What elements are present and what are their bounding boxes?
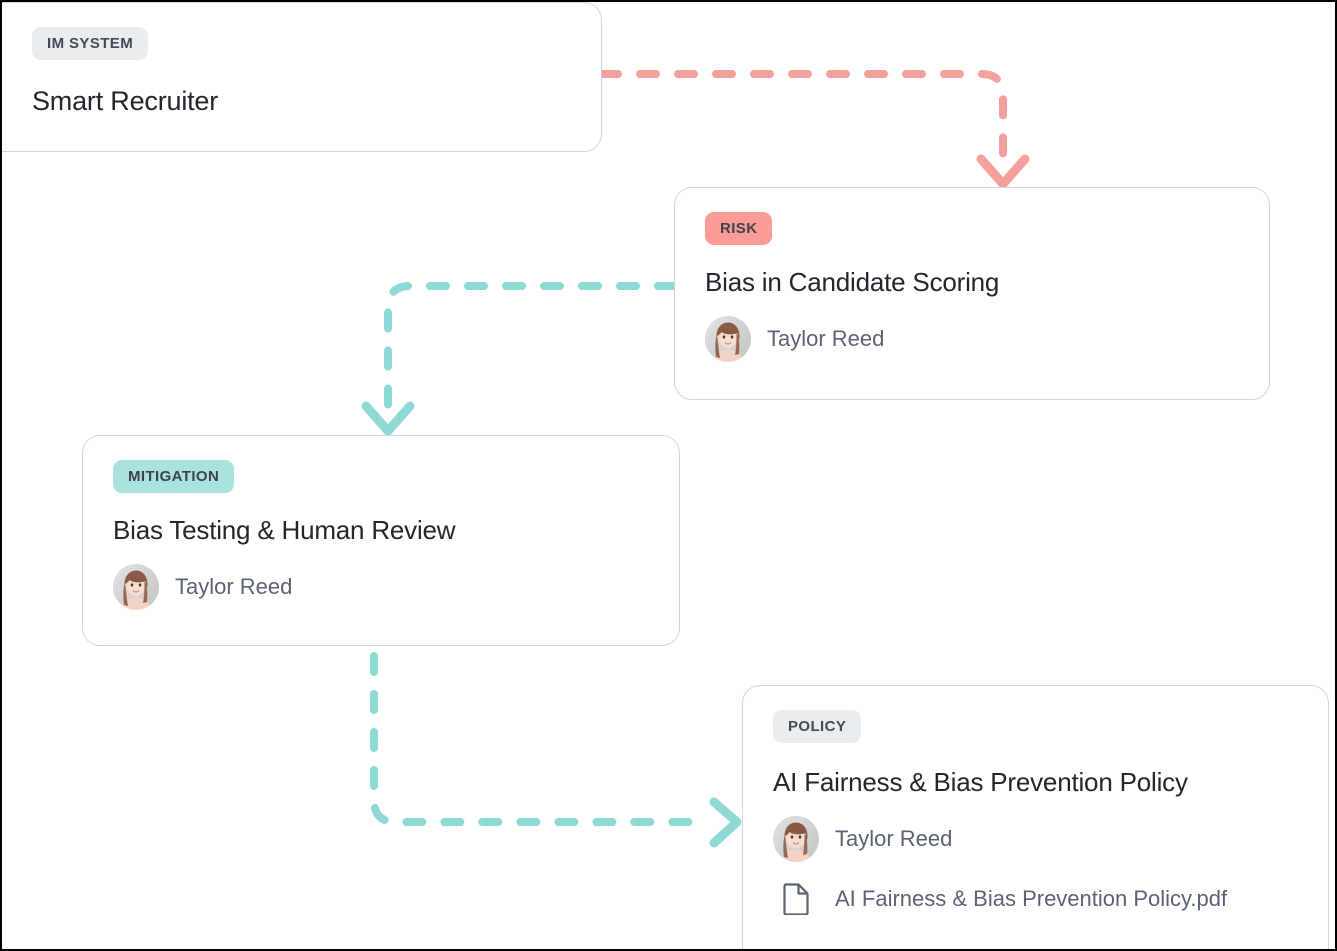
connector-system-to-risk [598,70,1030,189]
card-policy-owner-row: Taylor Reed [773,816,1298,862]
connector-risk-to-mitigation [361,282,678,436]
card-mitigation-owner-row: Taylor Reed [113,564,649,610]
card-policy-title: AI Fairness & Bias Prevention Policy [773,767,1188,797]
avatar-icon [705,316,751,362]
document-icon [773,876,819,922]
card-policy-file-name: AI Fairness & Bias Prevention Policy.pdf [835,886,1228,911]
card-risk-owner-name: Taylor Reed [767,326,885,351]
card-risk[interactable]: RISK Bias in Candidate Scoring [674,187,1270,400]
badge-risk-type: RISK [705,212,773,245]
avatar-image [773,816,819,862]
card-risk-title: Bias in Candidate Scoring [705,267,1000,297]
avatar-image [705,316,751,362]
avatar-icon [773,816,819,862]
card-policy[interactable]: POLICY AI Fairness & Bias Prevention Pol… [742,685,1329,949]
badge-system-type: IM SYSTEM [32,27,149,60]
avatar-image [113,564,159,610]
card-mitigation[interactable]: MITIGATION Bias Testing & Human Review [82,435,680,646]
connector-mitigation-to-policy [370,652,742,848]
badge-mitigation-type: MITIGATION [113,460,235,493]
card-system-title: Smart Recruiter [32,86,219,116]
card-policy-owner-name: Taylor Reed [835,826,953,851]
card-system[interactable]: IM SYSTEM Smart Recruiter [2,2,602,152]
card-mitigation-owner-name: Taylor Reed [175,574,293,599]
badge-policy-type: POLICY [773,710,862,743]
card-mitigation-title: Bias Testing & Human Review [113,515,456,545]
card-policy-file-row[interactable]: AI Fairness & Bias Prevention Policy.pdf [773,876,1298,922]
card-risk-owner-row: Taylor Reed [705,316,1239,362]
avatar-icon [113,564,159,610]
